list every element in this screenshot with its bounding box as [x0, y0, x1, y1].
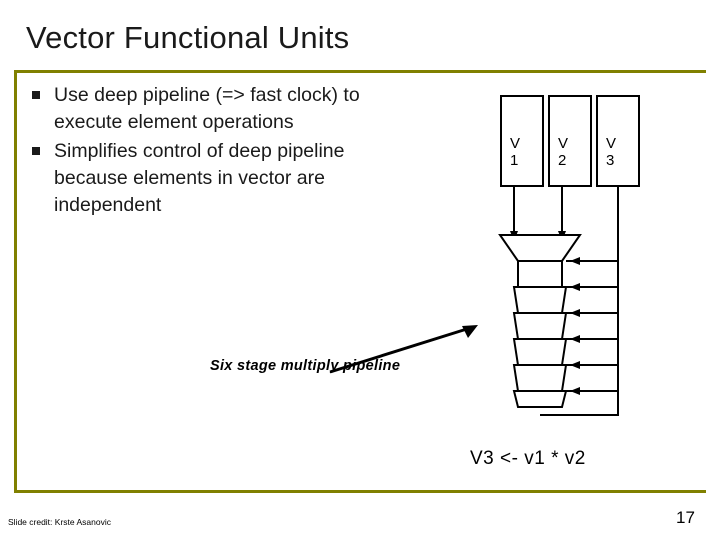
caption-pointer-arrow	[329, 325, 478, 374]
equation-label: V3 <- v1 * v2	[470, 448, 586, 469]
left-divider	[14, 70, 17, 490]
v2-register-label-line1: V	[558, 135, 569, 152]
bullet-marker-icon	[32, 91, 40, 99]
v1-register: V 1	[500, 95, 544, 187]
list-item: Simplifies control of deep pipeline beca…	[26, 138, 386, 219]
slide-credit: Slide credit: Krste Asanovic	[8, 517, 111, 527]
v2-register-label-line2: 2	[558, 152, 567, 169]
v3-register-label-line2: 3	[606, 152, 615, 169]
pipeline-stages	[498, 187, 619, 416]
v1-register-label-line1: V	[510, 135, 521, 152]
v3-register-label-line1: V	[606, 135, 617, 152]
vector-pipeline-diagram: V 1 V 2 V 3	[470, 95, 710, 425]
v1-register-label-line2: 1	[510, 152, 519, 169]
page-number: 17	[676, 508, 695, 527]
bottom-divider	[14, 490, 706, 493]
v2-register: V 2	[548, 95, 592, 187]
list-item: Use deep pipeline (=> fast clock) to exe…	[26, 82, 386, 136]
list-item-text: Simplifies control of deep pipeline beca…	[54, 140, 345, 216]
pipeline-caption: Six stage multiply pipeline	[210, 358, 401, 374]
title-divider	[14, 70, 706, 73]
bullet-list: Use deep pipeline (=> fast clock) to exe…	[26, 82, 386, 221]
page-title: Vector Functional Units	[26, 20, 350, 55]
bullet-marker-icon	[32, 147, 40, 155]
list-item-text: Use deep pipeline (=> fast clock) to exe…	[54, 84, 360, 133]
v3-register: V 3	[596, 95, 640, 187]
